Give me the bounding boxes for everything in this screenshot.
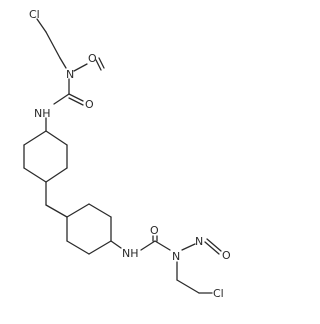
bond-cl-ch2-top: [36, 18, 47, 33]
atom-o-nitroso-bottom: O: [222, 249, 231, 262]
bond-n-o-top-b: [98, 57, 105, 69]
upper-cyclohexane-ring: [23, 130, 68, 183]
ring1-bond-1: [45, 130, 68, 146]
bond-nh-c-bottom: [140, 240, 156, 251]
ring2-bond-2: [66, 240, 90, 255]
bond-c-n-bottom: [154, 240, 171, 251]
ring1-bond-6: [23, 130, 47, 146]
bond-ch2-ch2-bottom: [176, 279, 200, 294]
bond-c-nh-top: [53, 93, 70, 105]
atom-nh-top: NH: [34, 107, 51, 120]
bond-ch2-n-top: [59, 57, 67, 69]
atom-o-carbonyl-bottom: O: [150, 224, 159, 237]
ring1-bond-3: [45, 167, 68, 183]
ring2-bond-5: [88, 203, 112, 218]
ring2-bond-3: [88, 240, 112, 255]
top-urea-fragment: [36, 18, 105, 132]
atom-nh-bottom: NH: [122, 247, 139, 260]
atom-o-nitroso-top: O: [88, 52, 97, 65]
bridge-bond-2: [45, 204, 68, 218]
atom-n-bottom: N: [172, 250, 180, 263]
atom-cl-bottom: Cl: [213, 287, 224, 300]
bond-n-o-top-a: [95, 59, 102, 71]
molecule-drawing: Cl N O NH O NH O N O N Cl: [23, 8, 231, 300]
lower-cyclohexane-ring: [66, 203, 112, 255]
bond-n-o-bottom-a: [204, 241, 220, 255]
ring1-bond-4: [23, 167, 47, 183]
atom-n-top: N: [66, 68, 74, 81]
bond-ring-nh-bottom: [110, 240, 122, 249]
bond-c-o-top-a: [68, 93, 84, 102]
bond-n-n-top: [73, 63, 88, 72]
atom-n-nitroso-bottom: N: [195, 235, 203, 248]
methylene-bridge: [45, 181, 68, 218]
bottom-urea-fragment: [110, 235, 222, 294]
bond-ch2-ch2-top: [45, 31, 61, 59]
atom-o-carbonyl-top: O: [85, 98, 94, 111]
atom-labels: Cl N O NH O NH O N O N Cl: [29, 8, 231, 300]
bond-n-o-bottom-b: [206, 238, 222, 252]
ring2-bond-6: [66, 203, 90, 218]
structure-canvas: Cl N O NH O NH O N O N Cl: [23, 8, 231, 300]
atom-cl-top: Cl: [29, 8, 40, 21]
bond-n-n-bottom: [181, 243, 196, 251]
bond-c-o-top-b: [68, 97, 84, 106]
